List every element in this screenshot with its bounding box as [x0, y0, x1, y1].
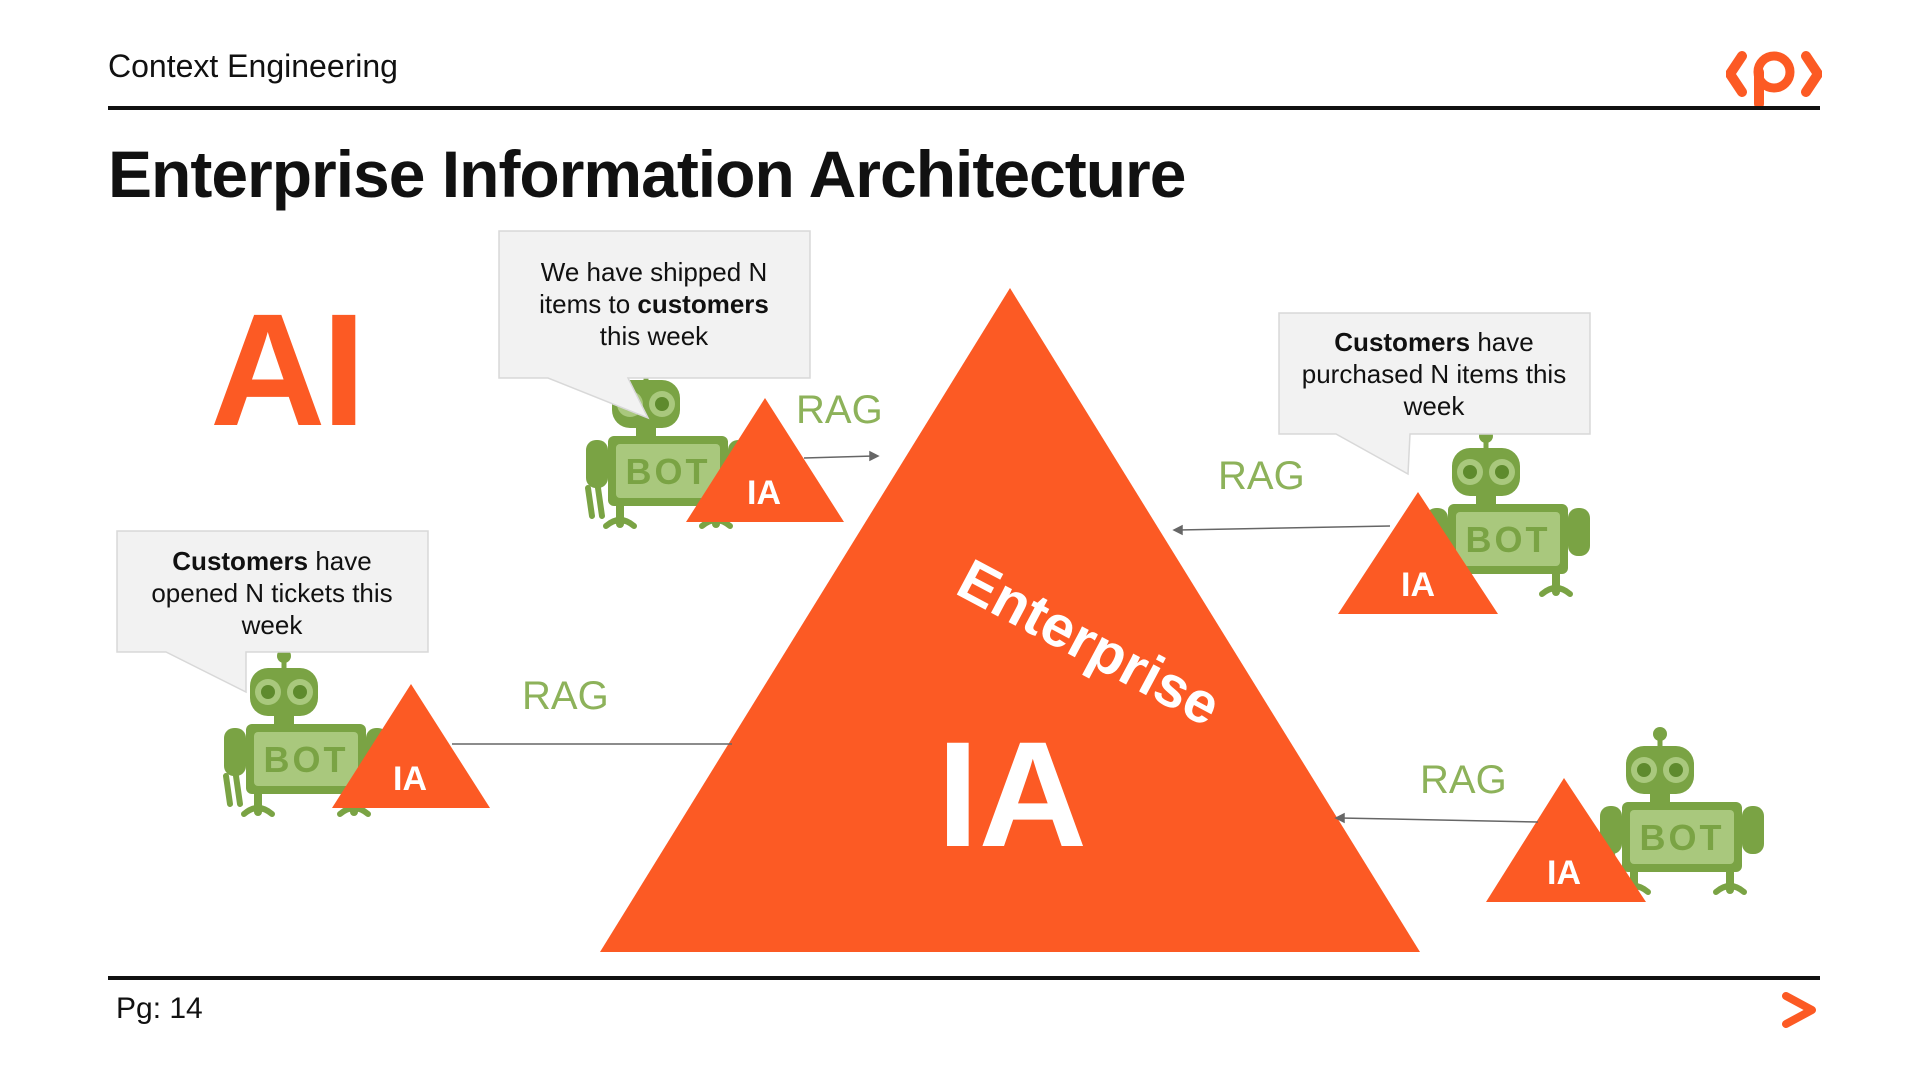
- enterprise-triangle: [600, 288, 1420, 952]
- ia-triangle-label: IA: [1401, 566, 1435, 604]
- bubble-text-top: We have shipped N items to customers thi…: [539, 257, 769, 351]
- bubble-text-left: Customers have opened N tickets this wee…: [151, 546, 393, 640]
- rag-label: RAG: [1420, 758, 1507, 802]
- speech-bubble-top: [498, 230, 811, 420]
- speech-bubble-left: [116, 530, 429, 694]
- ai-label: AI: [210, 280, 366, 459]
- ia-triangle: [686, 398, 844, 522]
- ia-triangle-label: IA: [747, 474, 781, 512]
- rag-label: RAG: [796, 388, 883, 432]
- speech-bubble-right: [1278, 312, 1591, 476]
- ia-triangle: [1486, 778, 1646, 902]
- footer-divider: [108, 976, 1820, 980]
- ia-triangle-label: IA: [393, 760, 427, 798]
- next-arrow-icon[interactable]: [1782, 990, 1818, 1030]
- rag-label: RAG: [1218, 454, 1305, 498]
- ia-triangle-label: IA: [1547, 854, 1581, 892]
- bubble-text-right: Customers have purchased N items this we…: [1301, 327, 1567, 421]
- course-title: Context Engineering: [108, 48, 398, 84]
- header-divider: [108, 106, 1820, 110]
- ia-triangle: [1338, 492, 1498, 614]
- packt-logo-icon: [1726, 51, 1822, 109]
- enterprise-ia-label: IA: [937, 710, 1087, 878]
- rag-label: RAG: [522, 674, 609, 718]
- page-number: Pg: 14: [116, 992, 203, 1025]
- page-title: Enterprise Information Architecture: [108, 137, 1186, 211]
- ia-triangle: [332, 684, 490, 808]
